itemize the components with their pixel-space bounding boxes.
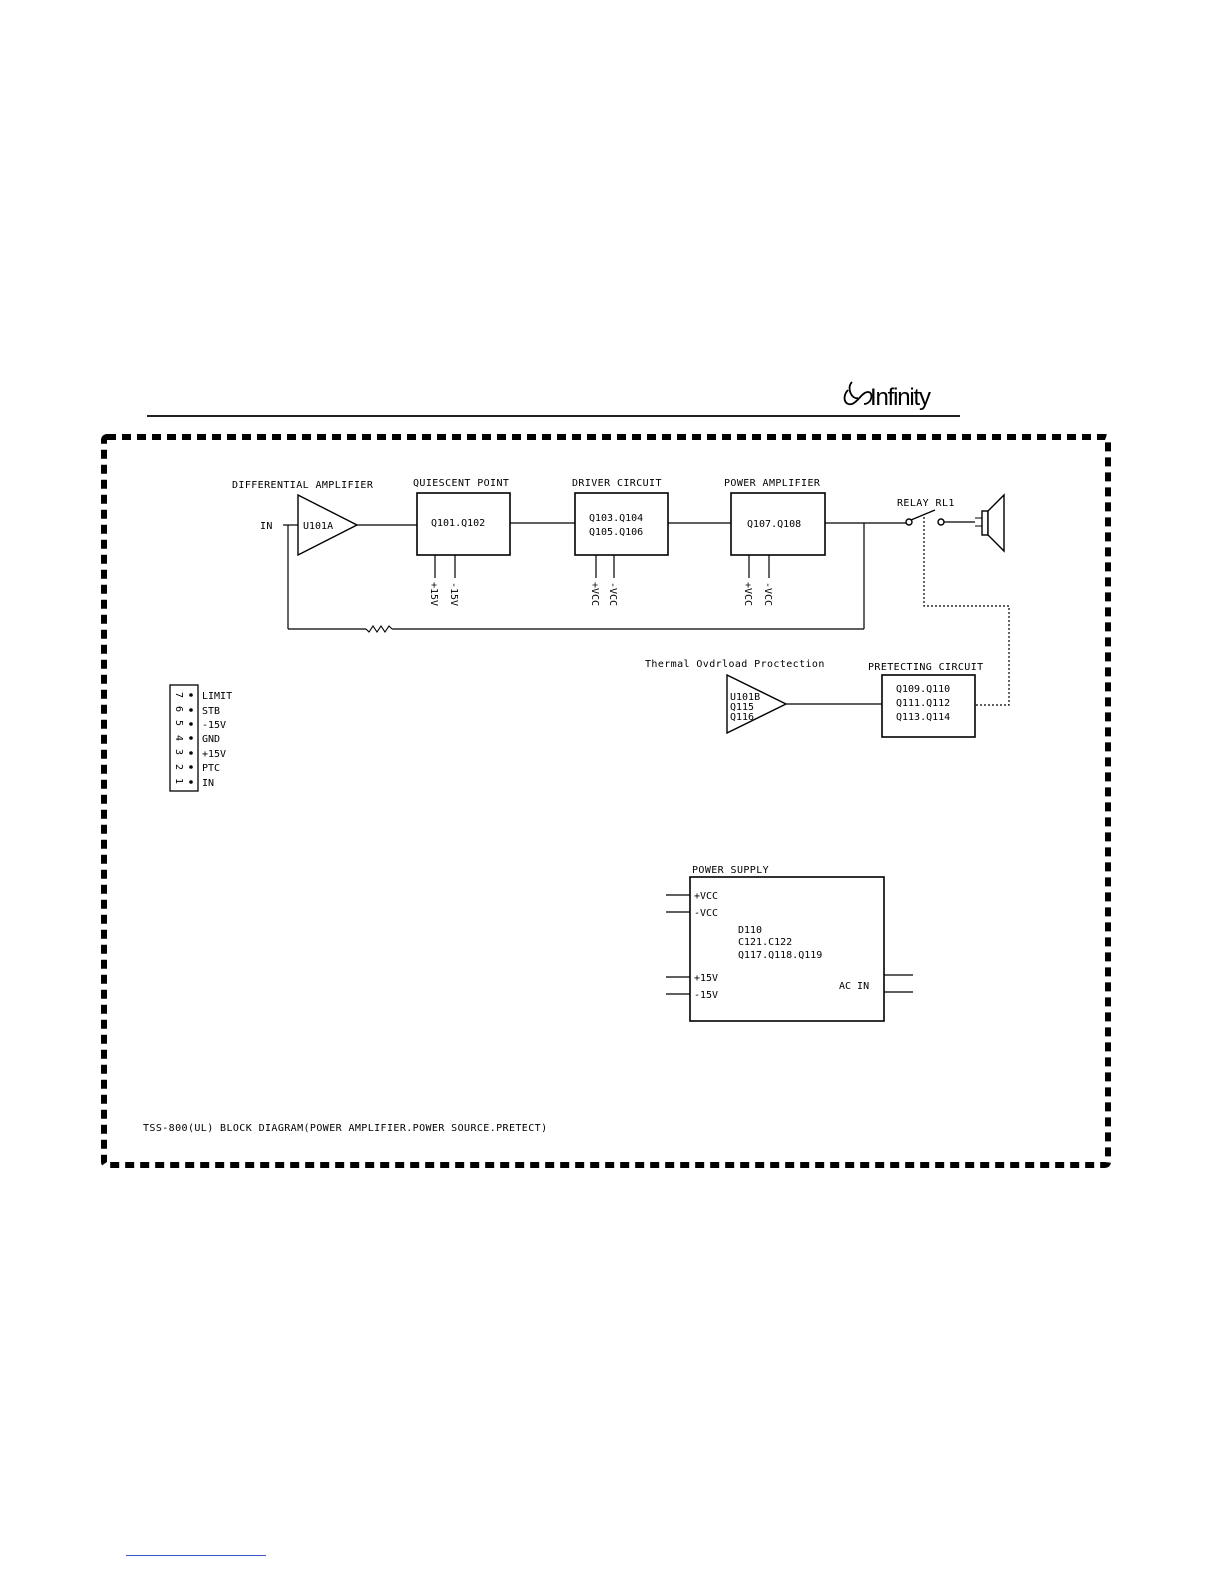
driver-circuit-ref-1: Q103.Q104 xyxy=(589,513,643,524)
speaker-icon xyxy=(975,493,1005,553)
connector-pin-row: 4 GND xyxy=(173,734,220,745)
connector-pin-label: -15V xyxy=(202,720,226,731)
feedback-resistor xyxy=(365,625,393,633)
protecting-ref-1: Q109.Q110 xyxy=(896,684,950,695)
driver-circuit-block: DRIVER CIRCUIT Q103.Q104 Q105.Q106 +VCC … xyxy=(572,478,669,606)
protecting-ref-2: Q111.Q112 xyxy=(896,698,950,709)
connector-pin-number: 7 xyxy=(173,692,184,698)
protecting-circuit-title: PRETECTING CIRCUIT xyxy=(868,662,984,673)
quiescent-point-box xyxy=(416,492,511,556)
quiescent-point-ref: Q101.Q102 xyxy=(431,518,485,529)
connector-pin-label: PTC xyxy=(202,763,220,774)
connector-pin-label: IN xyxy=(202,778,214,789)
quiescent-pin-label-2: -15V xyxy=(448,582,459,606)
protecting-ref-3: Q113.Q114 xyxy=(896,712,950,723)
driver-circuit-box xyxy=(574,492,669,556)
power-amp-pin-label-1: +VCC xyxy=(742,582,753,606)
thermal-overload-protection: Thermal Ovdrload Proctection U101B Q115 … xyxy=(645,659,825,735)
thermal-title: Thermal Ovdrload Proctection xyxy=(645,659,825,670)
differential-amplifier: DIFFERENTIAL AMPLIFIER U101A xyxy=(232,480,374,557)
connector-pin-row: 3 +15V xyxy=(173,749,226,760)
quiescent-point-title: QUIESCENT POINT xyxy=(413,478,509,489)
connector-pin-dot xyxy=(189,736,193,740)
power-supply-output-label: +VCC xyxy=(694,891,718,902)
connector-pin-dot xyxy=(189,708,193,712)
power-supply-ref-3: Q117.Q118.Q119 xyxy=(738,950,822,961)
power-amp-pin-label-2: -VCC xyxy=(762,582,773,606)
differential-amplifier-title: DIFFERENTIAL AMPLIFIER xyxy=(232,480,374,491)
thermal-ref-2: Q115 xyxy=(730,702,754,713)
connector-pin-row: 7 LIMIT xyxy=(173,691,232,702)
connector-pin-label: LIMIT xyxy=(202,691,232,702)
power-supply-box xyxy=(689,876,885,1022)
power-supply-block: POWER SUPPLY +VCC -VCC +15V -15V D110 C1… xyxy=(666,865,913,1022)
driver-circuit-title: DRIVER CIRCUIT xyxy=(572,478,662,489)
differential-amplifier-ref: U101A xyxy=(303,521,333,532)
connector-pin-label: STB xyxy=(202,706,220,717)
protecting-circuit-box xyxy=(881,674,976,738)
protecting-circuit-block: PRETECTING CIRCUIT Q109.Q110 Q111.Q112 Q… xyxy=(868,662,984,738)
relay-title: RELAY RL1 xyxy=(897,498,955,509)
power-supply-ac-in-label: AC IN xyxy=(839,981,869,992)
connector-block: 7 LIMIT 6 STB 5 -15V 4 GND 3 +15V 2 PTC xyxy=(169,684,232,792)
connector-pin-number: 4 xyxy=(173,735,184,741)
infinity-logo-icon xyxy=(843,381,873,406)
power-supply-output-label: +15V xyxy=(694,973,718,984)
connector-pin-label: +15V xyxy=(202,749,226,760)
connector-pin-dot xyxy=(189,693,193,697)
input-label: IN xyxy=(260,521,273,532)
power-amplifier-ref: Q107.Q108 xyxy=(747,519,801,530)
driver-pin-label-2: -VCC xyxy=(607,582,618,606)
connector-pin-number: 6 xyxy=(173,706,184,712)
connector-box xyxy=(169,684,199,792)
connector-pin-row: 1 IN xyxy=(173,778,214,789)
connector-pin-row: 2 PTC xyxy=(173,763,220,774)
connector-pin-dot xyxy=(189,765,193,769)
connector-pin-number: 3 xyxy=(173,749,184,755)
power-supply-title: POWER SUPPLY xyxy=(692,865,769,876)
relay-switch-arm xyxy=(910,509,936,521)
relay-rl1: RELAY RL1 xyxy=(897,498,975,526)
connector-pin-number: 5 xyxy=(173,720,184,726)
infinity-logo-text: Infinity xyxy=(870,384,931,411)
relay-contact-left xyxy=(905,518,913,526)
thermal-ref-3: Q116 xyxy=(730,712,754,723)
connector-pin-number: 1 xyxy=(173,778,184,784)
connector-pin-row: 6 STB xyxy=(173,706,220,717)
differential-amplifier-symbol xyxy=(297,493,359,557)
diagram-caption: TSS-800(UL) BLOCK DIAGRAM(POWER AMPLIFIE… xyxy=(143,1123,548,1134)
power-supply-ref-1: D110 xyxy=(738,925,762,936)
relay-contact-right xyxy=(937,518,945,526)
feedback-network xyxy=(287,523,865,633)
connector-pin-number: 2 xyxy=(173,764,184,770)
driver-circuit-ref-2: Q105.Q106 xyxy=(589,527,643,538)
connector-pin-row: 5 -15V xyxy=(173,720,226,731)
quiescent-pin-label-1: +15V xyxy=(428,582,439,606)
dashed-border xyxy=(101,434,1111,1168)
power-supply-output-label: -15V xyxy=(694,990,718,1001)
infinity-logo: Infinity xyxy=(843,381,932,411)
power-amplifier-box xyxy=(730,492,826,556)
power-supply-output-label: -VCC xyxy=(694,908,718,919)
power-amplifier-block: POWER AMPLIFIER Q107.Q108 +VCC -VCC xyxy=(724,478,826,606)
connector-pin-dot xyxy=(189,780,193,784)
footer-link-underline xyxy=(126,1555,266,1556)
connector-pin-dot xyxy=(189,722,193,726)
power-supply-ref-2: C121.C122 xyxy=(738,937,792,948)
thermal-amplifier-symbol xyxy=(726,673,788,735)
connector-pin-label: GND xyxy=(202,734,220,745)
connector-pin-dot xyxy=(189,751,193,755)
relay-control-dotted-line xyxy=(923,517,1010,706)
thermal-ref-1: U101B xyxy=(730,692,760,703)
quiescent-point-block: QUIESCENT POINT Q101.Q102 +15V -15V xyxy=(413,478,511,606)
driver-pin-label-1: +VCC xyxy=(589,582,600,606)
power-amplifier-title: POWER AMPLIFIER xyxy=(724,478,821,489)
